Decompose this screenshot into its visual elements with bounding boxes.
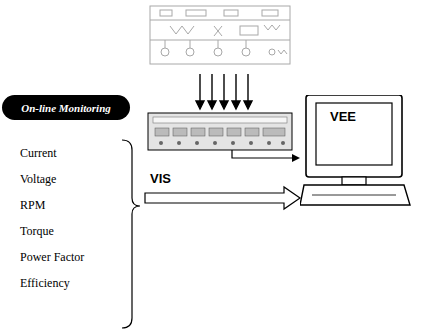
screen-label: VEE bbox=[330, 109, 356, 124]
signal-arrows bbox=[196, 74, 252, 109]
instrument-label: VIS bbox=[150, 171, 171, 186]
measurement-label: Efficiency bbox=[20, 276, 70, 291]
title-text: On-line Monitoring bbox=[21, 102, 111, 114]
instrument-drawing bbox=[145, 112, 295, 152]
measurement-label: Current bbox=[20, 146, 57, 161]
schematic-lines bbox=[150, 6, 290, 64]
measurement-label: Torque bbox=[20, 224, 54, 239]
title-pill: On-line Monitoring bbox=[2, 95, 130, 120]
computer-box: VEE bbox=[300, 95, 412, 210]
signal-connector bbox=[232, 150, 300, 162]
measurement-label: Voltage bbox=[20, 172, 56, 187]
data-transfer-arrow bbox=[145, 187, 300, 209]
measurement-label: Power Factor bbox=[20, 250, 84, 265]
measurement-label: RPM bbox=[20, 198, 45, 213]
instrument-box: VIS bbox=[145, 112, 295, 217]
curly-brace bbox=[122, 140, 140, 328]
